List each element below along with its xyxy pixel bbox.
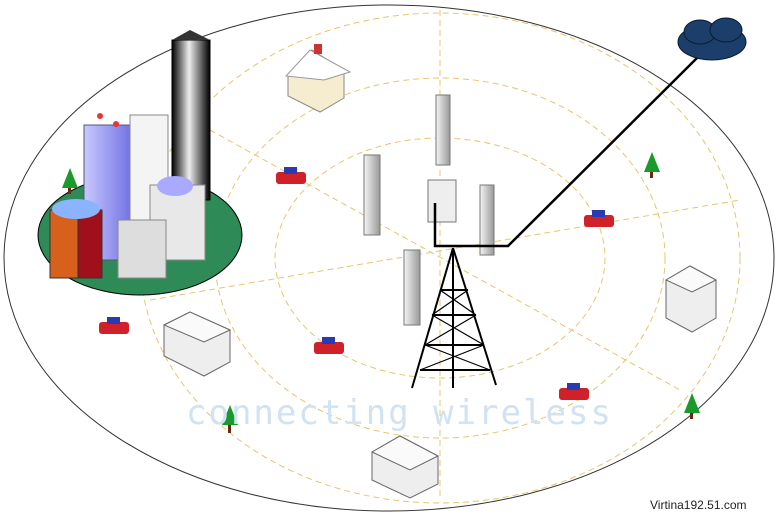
credit-text: Virtina192.51.com bbox=[650, 498, 747, 512]
building-icons bbox=[162, 265, 718, 499]
coverage-boundary bbox=[3, 4, 775, 512]
office-building-icon bbox=[664, 265, 718, 333]
car-icon bbox=[276, 167, 306, 184]
cloud-icon bbox=[677, 17, 747, 61]
tree-icons bbox=[62, 152, 700, 433]
tree-icon bbox=[684, 393, 700, 419]
antenna-panels bbox=[363, 94, 495, 326]
bank-building-icon bbox=[162, 311, 232, 377]
car-icon bbox=[314, 337, 344, 354]
car-icons bbox=[99, 167, 614, 400]
car-icon bbox=[559, 383, 589, 400]
house-icon bbox=[284, 44, 352, 113]
tree-icon bbox=[62, 168, 78, 194]
bank-building-icon bbox=[370, 435, 440, 499]
city-cluster bbox=[37, 30, 243, 296]
backhaul-link bbox=[433, 54, 701, 248]
cell-tower bbox=[411, 247, 497, 389]
car-icon bbox=[584, 210, 614, 227]
car-icon bbox=[99, 317, 129, 334]
tree-icon bbox=[222, 405, 238, 433]
watermark-text: connecting wireless bbox=[186, 393, 613, 433]
tree-icon bbox=[644, 152, 660, 178]
